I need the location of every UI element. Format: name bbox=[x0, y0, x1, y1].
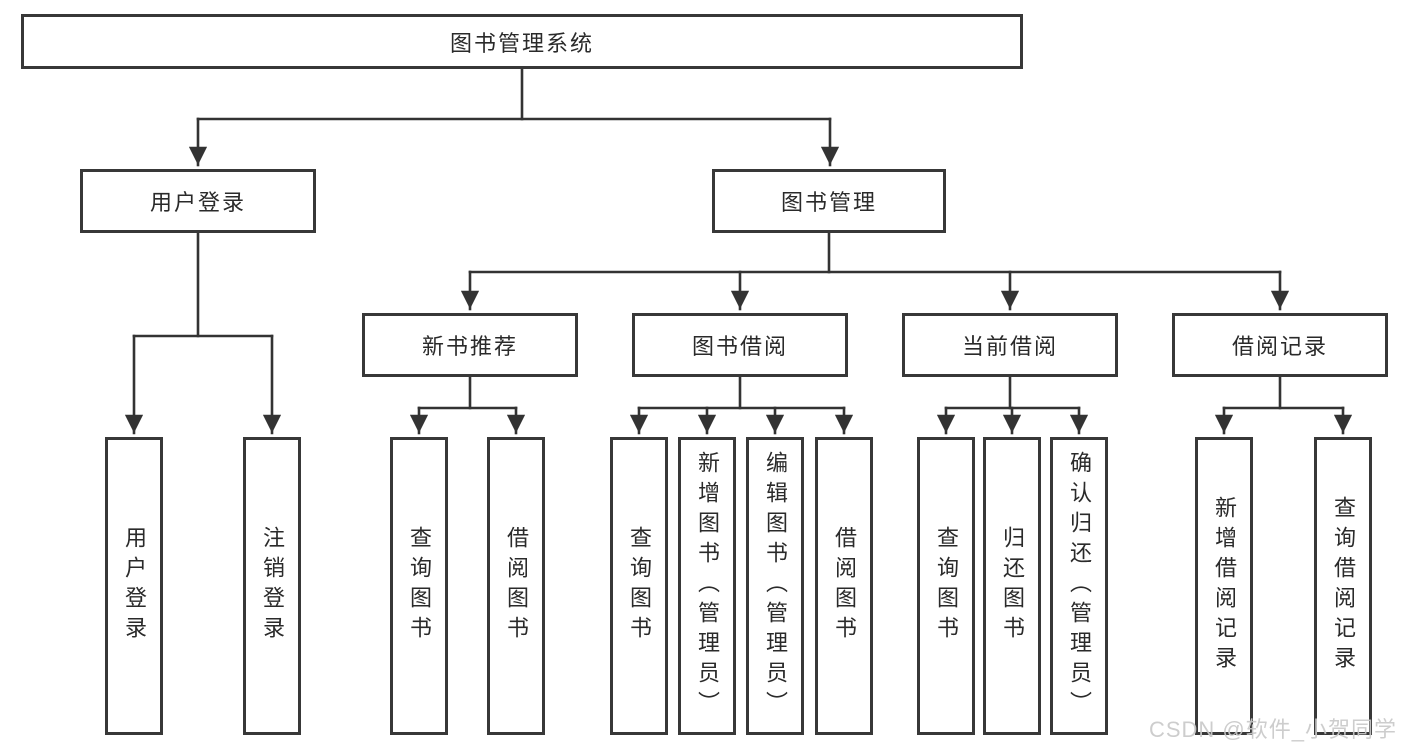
leaf-borrow-books-recommend: 借阅图书 bbox=[487, 437, 545, 735]
csdn-watermark: CSDN @软件_小贺同学 bbox=[1148, 717, 1397, 742]
node-book-borrow: 图书借阅 bbox=[632, 313, 848, 377]
node-label: 编辑图书（管理员） bbox=[763, 451, 788, 721]
node-label: 当前借阅 bbox=[961, 334, 1058, 359]
leaf-query-books-borrow: 查询图书 bbox=[610, 437, 668, 735]
node-label: 图书管理系统 bbox=[449, 30, 594, 56]
node-label: 图书管理 bbox=[780, 190, 877, 215]
node-label: 新增借阅记录 bbox=[1212, 496, 1237, 676]
node-label: 确认归还（管理员） bbox=[1067, 451, 1092, 721]
leaf-add-book-admin: 新增图书（管理员） bbox=[678, 437, 736, 735]
node-label: 查询图书 bbox=[627, 526, 652, 646]
node-borrow-records: 借阅记录 bbox=[1172, 313, 1388, 377]
node-label: 归还图书 bbox=[1000, 526, 1025, 646]
node-label: 用户登录 bbox=[122, 526, 147, 646]
node-new-book-recommend: 新书推荐 bbox=[362, 313, 578, 377]
node-label: 借阅图书 bbox=[832, 526, 857, 646]
leaf-logout: 注销登录 bbox=[243, 437, 301, 735]
node-book-management: 图书管理 bbox=[712, 169, 946, 233]
leaf-query-books-current: 查询图书 bbox=[917, 437, 975, 735]
node-label: 图书借阅 bbox=[691, 334, 788, 359]
leaf-confirm-return-admin: 确认归还（管理员） bbox=[1050, 437, 1108, 735]
node-label: 借阅记录 bbox=[1231, 334, 1328, 359]
leaf-query-borrow-record: 查询借阅记录 bbox=[1314, 437, 1372, 735]
node-label: 借阅图书 bbox=[504, 526, 529, 646]
node-label: 注销登录 bbox=[260, 526, 285, 646]
node-label: 新书推荐 bbox=[421, 334, 518, 359]
node-label: 查询图书 bbox=[407, 526, 432, 646]
leaf-edit-book-admin: 编辑图书（管理员） bbox=[746, 437, 804, 735]
leaf-borrow-books: 借阅图书 bbox=[815, 437, 873, 735]
leaf-return-books: 归还图书 bbox=[983, 437, 1041, 735]
node-label: 查询图书 bbox=[934, 526, 959, 646]
node-current-borrow: 当前借阅 bbox=[902, 313, 1118, 377]
node-label: 查询借阅记录 bbox=[1331, 496, 1356, 676]
node-library-management-system: 图书管理系统 bbox=[21, 14, 1023, 69]
leaf-user-login: 用户登录 bbox=[105, 437, 163, 735]
node-label: 用户登录 bbox=[149, 190, 246, 215]
node-label: 新增图书（管理员） bbox=[695, 451, 720, 721]
leaf-query-books-recommend: 查询图书 bbox=[390, 437, 448, 735]
node-user-login: 用户登录 bbox=[80, 169, 316, 233]
leaf-add-borrow-record: 新增借阅记录 bbox=[1195, 437, 1253, 735]
